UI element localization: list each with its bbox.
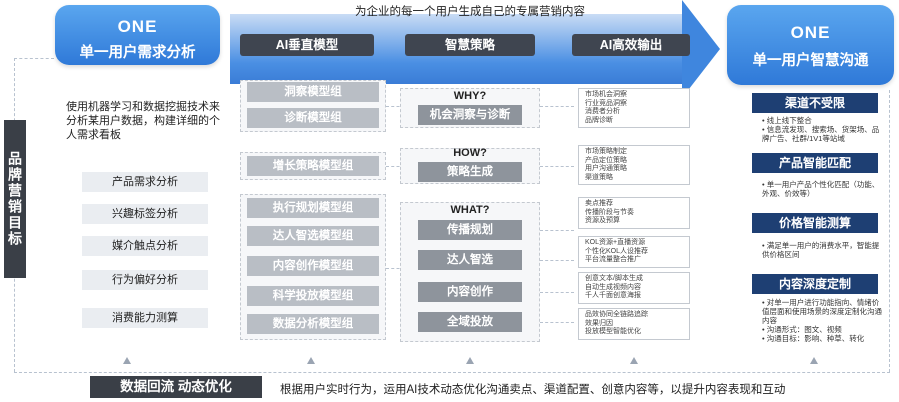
capability-title: 产品智能匹配 [752, 153, 878, 173]
output-line: 自动生成视频内容 [585, 283, 641, 291]
feedback-loop-right [889, 90, 890, 372]
capability-desc: • 单一用户产品个性化匹配（功能、外观、价效等） [762, 180, 886, 198]
output-line: 创意文本/脚本生成 [585, 275, 643, 282]
strategy-item: 传播规划 [418, 220, 522, 240]
output-line: 效果归因 [585, 319, 613, 327]
output-line: 个性化KOL人设推荐 [585, 247, 649, 255]
strategy-item: 达人智选 [418, 250, 522, 270]
model-group: 执行规划模型组 [247, 198, 379, 218]
output-line: 消费者分析 [585, 108, 620, 115]
process-arrow-title: 为企业的每一个用户生成自己的专属营销内容 [355, 6, 585, 18]
output-box: 市场机会洞察 行业竞品洞察 消费者分析 品牌诊断 [578, 88, 690, 128]
capability-desc-line: • 对单一用户进行功能指向、情绪价值层面和使用场景的深度定制化沟通内容 [762, 298, 882, 325]
output-line: 卖点推荐 [585, 200, 613, 207]
connector-line [386, 166, 410, 167]
output-line: 市场机会洞察 [585, 91, 627, 98]
capability-desc-line: • 沟通形式：图文、视频 [762, 325, 842, 334]
output-box: 市场策略制定 产品定位策略 用户沟通策略 渠道策略 [578, 145, 690, 185]
model-group: 内容创作模型组 [247, 256, 379, 276]
brand-goal-label: 品牌营销目标 [4, 120, 26, 278]
need-item: 消费能力测算 [82, 308, 208, 328]
right-header-line2: 单一用户智慧沟通 [752, 53, 869, 69]
model-group: 诊断模型组 [247, 108, 379, 128]
strategy-item: 机会洞察与诊断 [418, 105, 522, 125]
model-group: 数据分析模型组 [247, 314, 379, 334]
model-group: 洞察模型组 [247, 82, 379, 102]
output-line: 平台流量整合推广 [585, 256, 641, 263]
capability-desc: • 对单一用户进行功能指向、情绪价值层面和使用场景的深度定制化沟通内容 • 沟通… [762, 298, 886, 343]
right-header-line1: ONE [790, 23, 831, 42]
need-item: 媒介触点分析 [82, 236, 208, 256]
why-title: WHY? [453, 90, 487, 102]
connector-line [540, 322, 574, 323]
feedback-loop-line [14, 372, 890, 373]
output-line: 渠道策略 [585, 173, 613, 181]
need-item: 产品需求分析 [82, 172, 208, 192]
strategy-item: 策略生成 [418, 162, 522, 182]
how-title: HOW? [453, 147, 487, 159]
output-line: KOL资源+直播资源 [585, 239, 646, 246]
capability-desc-line: • 线上线下整合 [762, 116, 812, 125]
connector-line [540, 230, 574, 231]
output-line: 产品定位策略 [585, 156, 627, 164]
feedback-up-arrow [466, 357, 474, 364]
capability-desc: • 线上线下整合 • 信息流发现、搜索场、货架场、品牌广告、社群/1V1等站域 [762, 116, 886, 143]
left-header-line1: ONE [117, 17, 158, 36]
column-header-strategy: 智慧策略 [405, 34, 535, 56]
connector-line [540, 106, 574, 107]
feedback-description: 根据用户实时行为，运用AI技术动态优化沟通卖点、渠道配置、创意内容等，以提升内容… [280, 384, 786, 396]
strategy-item: 全域投放 [418, 312, 522, 332]
output-line: 行业竞品洞察 [585, 99, 627, 107]
connector-line [386, 106, 410, 107]
connector-line [540, 292, 574, 293]
output-line: 品效协同全链路追踪 [585, 311, 648, 318]
strategy-item: 内容创作 [418, 282, 522, 302]
output-line: 投放模型智能优化 [585, 328, 641, 335]
need-item: 兴趣标签分析 [82, 204, 208, 224]
output-line: 资源及预算 [585, 217, 620, 224]
capability-desc-line: • 信息流发现、搜索场、货架场、品牌广告、社群/1V1等站域 [762, 125, 880, 143]
capability-title: 内容深度定制 [752, 274, 878, 294]
capability-desc-line: • 单一用户产品个性化匹配（功能、外观、价效等） [762, 180, 880, 198]
right-header-pill: ONE 单一用户智慧沟通 [727, 5, 894, 85]
connector-line [540, 166, 574, 167]
column-header-ai-output: AI高效输出 [572, 34, 690, 56]
output-line: 用户沟通策略 [585, 165, 627, 172]
output-line: 品牌诊断 [585, 116, 613, 124]
capability-title: 渠道不受限 [752, 93, 878, 113]
model-group: 达人智选模型组 [247, 226, 379, 246]
feedback-up-arrow [630, 357, 638, 364]
feedback-up-arrow [810, 357, 818, 364]
connector-line [386, 268, 410, 269]
output-box: 品效协同全链路追踪 效果归因 投放模型智能优化 [578, 308, 690, 340]
capability-desc-line: • 满足单一用户的消费水平，智能提供价格区间 [762, 241, 880, 259]
needs-intro-text: 使用机器学习和数据挖掘技术来分析某用户数据，构建详细的个人需求看板 [66, 101, 220, 141]
column-header-ai-model: AI垂直模型 [240, 34, 374, 56]
output-box: 创意文本/脚本生成 自动生成视频内容 千人千面创意海报 [578, 272, 690, 304]
capability-desc: • 满足单一用户的消费水平，智能提供价格区间 [762, 241, 886, 259]
capability-title: 价格智能测算 [752, 213, 878, 233]
need-item: 行为偏好分析 [82, 270, 208, 290]
connector-line [540, 260, 574, 261]
output-line: 传播阶段与节奏 [585, 208, 634, 216]
feedback-up-arrow [123, 357, 131, 364]
model-group: 增长策略模型组 [247, 156, 379, 176]
left-header-pill: ONE 单一用户需求分析 [55, 5, 220, 65]
feedback-loop-top [14, 58, 54, 59]
feedback-up-arrow [307, 357, 315, 364]
left-header-line2: 单一用户需求分析 [79, 45, 196, 61]
output-box: KOL资源+直播资源 个性化KOL人设推荐 平台流量整合推广 [578, 236, 690, 268]
feedback-tag: 数据回流 动态优化 [90, 376, 262, 398]
output-line: 千人千面创意海报 [585, 292, 641, 299]
output-line: 市场策略制定 [585, 148, 627, 155]
output-box: 卖点推荐 传播阶段与节奏 资源及预算 [578, 197, 690, 229]
model-group: 科学投放模型组 [247, 286, 379, 306]
capability-desc-line: • 沟通目标：影响、种草、转化 [762, 334, 865, 343]
what-title: WHAT? [450, 204, 490, 216]
